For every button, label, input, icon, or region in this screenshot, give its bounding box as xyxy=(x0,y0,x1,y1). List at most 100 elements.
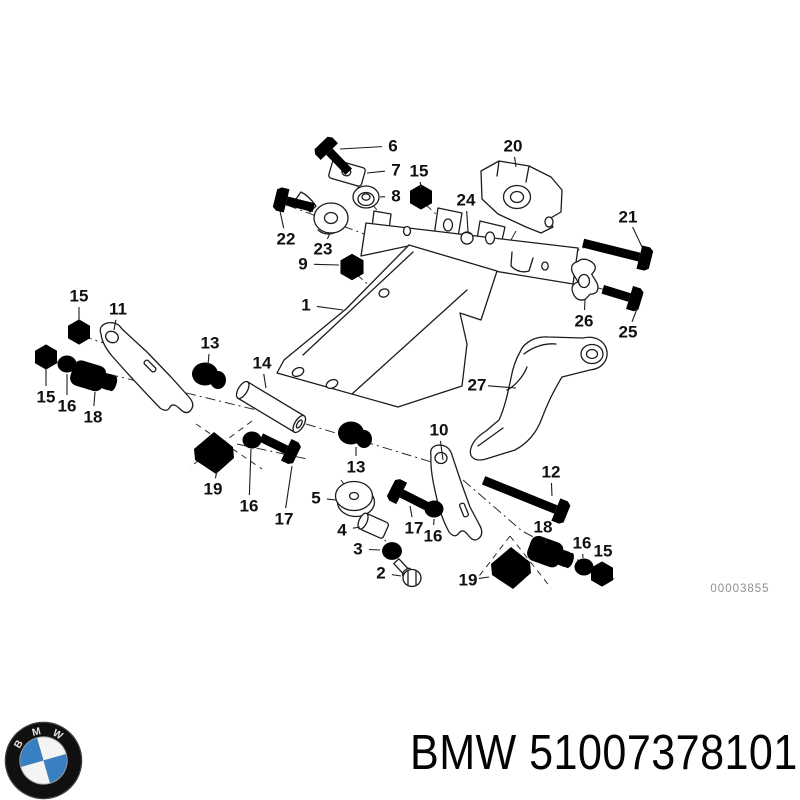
callout-leader-line xyxy=(316,305,344,311)
part-25-bolt xyxy=(599,277,645,313)
callout-leader-line xyxy=(487,385,517,389)
callout-leader-line xyxy=(313,263,340,266)
part-20-clamp xyxy=(480,160,563,234)
part-callout-13: 13 xyxy=(347,458,366,477)
part-callout-15: 15 xyxy=(410,162,429,181)
part-callout-26: 26 xyxy=(575,312,594,331)
part-27-support-arm xyxy=(469,336,608,461)
callout-leader-line xyxy=(419,181,422,189)
part-callout-23: 23 xyxy=(314,240,333,259)
part-3-washer xyxy=(382,542,402,560)
part-callout-11: 11 xyxy=(109,300,127,319)
part-22-bolt xyxy=(272,186,317,220)
part-callout-6: 6 xyxy=(388,137,397,156)
part-callout-9: 9 xyxy=(298,255,307,274)
part-callout-16: 16 xyxy=(58,397,77,416)
part-callout-18: 18 xyxy=(534,518,553,537)
part-16-washer-right xyxy=(574,558,594,576)
part-callout-25: 25 xyxy=(619,323,638,342)
callout-leader-line xyxy=(544,537,547,545)
part-14-spacer-tube xyxy=(235,380,307,434)
part-10-lever-arm xyxy=(430,444,483,541)
part-26-spring-clip xyxy=(570,258,599,301)
callout-leader-line xyxy=(478,576,490,579)
callout-leader-line xyxy=(93,391,96,407)
bmw-logo: B M W xyxy=(4,721,83,800)
part-1-upper-rail xyxy=(360,207,579,285)
part-callout-3: 3 xyxy=(353,540,362,559)
callout-leader-line xyxy=(439,440,444,461)
callout-leader-line xyxy=(279,210,285,229)
callout-leader-line xyxy=(248,448,252,496)
part-callout-8: 8 xyxy=(391,187,400,206)
part-callout-15: 15 xyxy=(594,542,613,561)
part-number-text: 51007378101 xyxy=(529,726,798,780)
part-15-nut-left-upper xyxy=(68,319,90,345)
part-16-washer-left-outer xyxy=(57,355,77,373)
part-callout-7: 7 xyxy=(391,161,400,180)
callout-leader-line xyxy=(339,146,383,150)
part-13-bushing-left xyxy=(192,362,226,389)
part-9-nut xyxy=(340,253,364,281)
watermark-code: 00003855 xyxy=(710,583,769,595)
footer: B M W BMW 51007378101 xyxy=(0,715,800,800)
brand-text: BMW xyxy=(410,726,517,780)
part-callout-2: 2 xyxy=(376,564,385,583)
diagram-parts xyxy=(35,134,654,589)
callout-leader-line xyxy=(391,574,402,577)
part-4-spacer-sleeve xyxy=(357,512,390,539)
svg-text:M: M xyxy=(31,726,42,739)
part-callout-18: 18 xyxy=(84,408,103,427)
callout-leader-line xyxy=(550,482,553,497)
part-19-block-right xyxy=(491,547,531,589)
bmw-logo-quarters xyxy=(19,736,68,785)
part-callout-19: 19 xyxy=(204,480,223,499)
part-15-nut-top xyxy=(410,184,432,210)
part-number-title: BMW 51007378101 xyxy=(410,725,798,781)
callout-leader-line xyxy=(263,373,267,389)
part-19-block-left xyxy=(194,432,234,474)
part-callout-17: 17 xyxy=(405,519,424,538)
part-callout-13: 13 xyxy=(201,334,220,353)
callout-leader-line xyxy=(326,498,337,501)
callout-leader-line xyxy=(352,526,361,529)
part-callout-16: 16 xyxy=(424,527,443,546)
part-callout-16: 16 xyxy=(573,534,592,553)
callout-leader-line xyxy=(285,465,293,509)
callout-leader-line xyxy=(366,170,386,174)
part-15-nut-left-lower xyxy=(35,344,57,370)
callout-leader-line xyxy=(368,548,381,551)
part-callout-12: 12 xyxy=(542,463,561,482)
part-2-bolt xyxy=(393,558,422,588)
part-5-disc xyxy=(334,480,376,518)
part-callout-4: 4 xyxy=(337,521,347,540)
part-callout-16: 16 xyxy=(240,497,259,516)
part-1-column-plate xyxy=(276,244,498,408)
part-16-washer-center xyxy=(424,500,444,518)
part-callout-21: 21 xyxy=(619,208,638,227)
callout-leader-line xyxy=(326,232,331,240)
callout-leader-line xyxy=(466,210,469,233)
part-callout-1: 1 xyxy=(301,296,310,315)
callout-leader-line xyxy=(207,353,210,366)
part-callout-22: 22 xyxy=(277,230,296,249)
part-16-washer-left xyxy=(242,431,262,449)
part-13-bushing-right xyxy=(338,421,372,448)
callout-leader-line xyxy=(214,470,218,479)
part-callout-19: 19 xyxy=(459,571,478,590)
part-8-grommet xyxy=(352,185,380,209)
part-callout-15: 15 xyxy=(37,388,56,407)
part-callout-17: 17 xyxy=(275,510,294,529)
part-callout-14: 14 xyxy=(253,354,272,373)
callout-leader-line xyxy=(113,319,117,331)
part-callout-24: 24 xyxy=(457,191,476,210)
part-callout-5: 5 xyxy=(311,489,320,508)
callout-leader-line xyxy=(632,226,643,248)
part-callout-27: 27 xyxy=(468,376,487,395)
part-callout-20: 20 xyxy=(504,137,523,156)
part-callout-15: 15 xyxy=(70,287,89,306)
part-18-bushing-right xyxy=(524,533,578,574)
